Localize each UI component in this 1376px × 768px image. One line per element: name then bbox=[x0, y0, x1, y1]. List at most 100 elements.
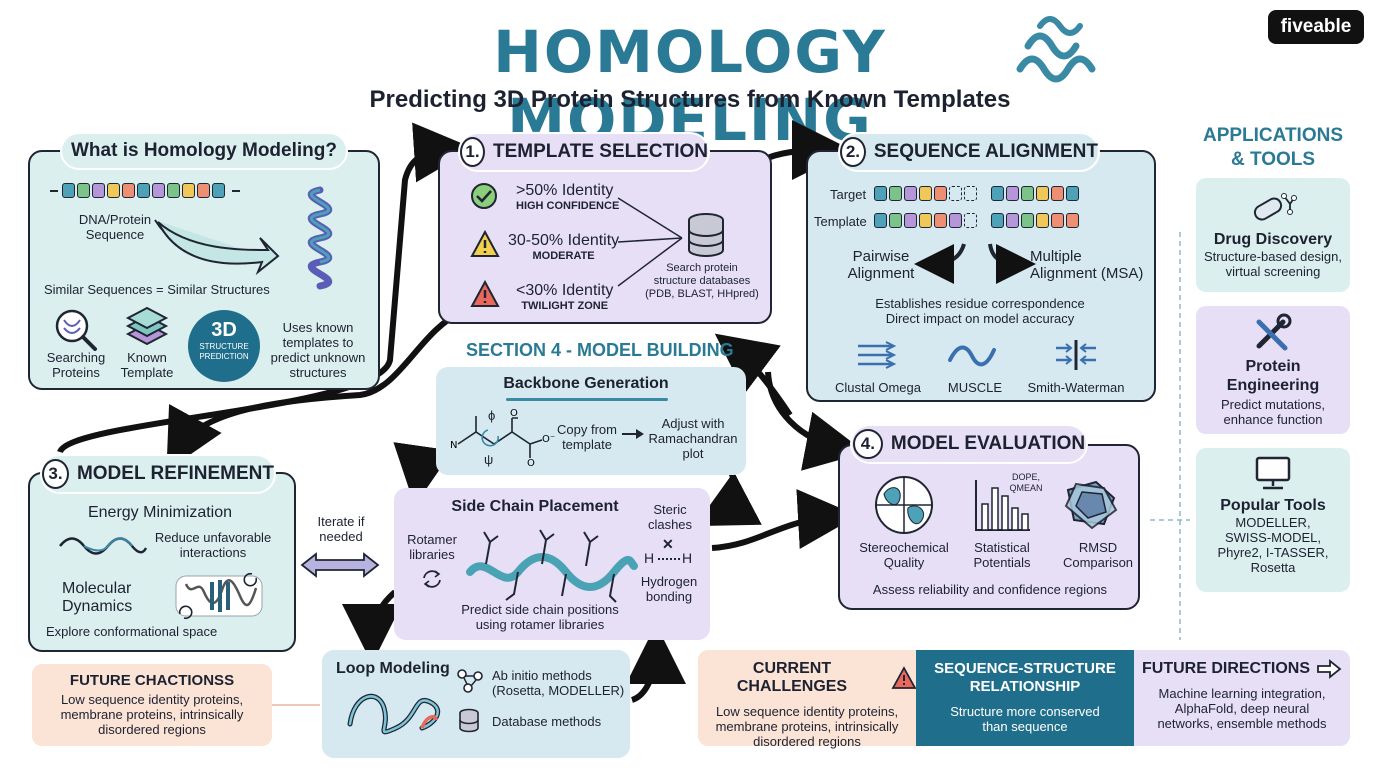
future-left-title: FUTURE CHACTIONSS bbox=[69, 672, 235, 689]
loop-database-icon bbox=[459, 708, 479, 733]
tools-icon bbox=[1256, 313, 1292, 351]
current-challenges-panel: CURRENT CHALLENGES Low sequence identity… bbox=[698, 650, 917, 749]
future-directions-text: Machine learning integration, AlphaFold,… bbox=[1157, 686, 1327, 731]
known-template-label: Known Template bbox=[120, 350, 174, 380]
curved-arrow bbox=[154, 219, 280, 276]
explore-conformational-text: Explore conformational space bbox=[46, 624, 218, 639]
template-sequence bbox=[874, 212, 1081, 230]
tool-clustal: Clustal Omega bbox=[835, 380, 921, 395]
template-selection-title: 1. TEMPLATE SELECTION bbox=[458, 132, 710, 172]
backbone-molecule: N O O⁻ O bbox=[450, 408, 555, 469]
step-1-number: 1. bbox=[460, 137, 486, 167]
psi-label: ψ bbox=[484, 452, 494, 467]
wave-icon bbox=[59, 537, 148, 555]
iterate-label: Iterate if needed bbox=[317, 514, 365, 544]
warning-icon bbox=[470, 229, 500, 257]
backbone-panel bbox=[436, 367, 746, 475]
establish-text: Establishes residue correspondence Direc… bbox=[875, 296, 1085, 326]
multiple-label: Multiple Alignment (MSA) bbox=[1030, 248, 1144, 282]
sequence-label: DNA/Protein Sequence bbox=[78, 212, 152, 242]
ab-initio-text: Ab initio methods (Rosetta, MODELLER) bbox=[492, 668, 625, 698]
loop-icon bbox=[347, 694, 441, 735]
clash-x-icon: ✕ bbox=[662, 536, 674, 552]
step-3-number: 3. bbox=[42, 459, 69, 489]
step-4-number: 4. bbox=[852, 429, 883, 459]
dope-qmean-label: DOPE, QMEAN bbox=[1009, 472, 1043, 493]
clustal-icon bbox=[858, 341, 897, 369]
identity-twilight-label: <30% Identity bbox=[516, 282, 614, 299]
reduce-unfavorable-text: Reduce unfavorable interactions bbox=[154, 530, 272, 560]
split-arrows bbox=[914, 243, 1036, 284]
smith-waterman-icon bbox=[1056, 340, 1096, 370]
future-directions-panel: FUTURE DIRECTIONS Machine learning integ… bbox=[1134, 650, 1350, 746]
rotamer-libraries-label: Rotamer libraries bbox=[407, 532, 457, 562]
sequence-alignment-title: 2. SEQUENCE ALIGNMENT bbox=[838, 132, 1100, 172]
rotate-icon bbox=[423, 570, 441, 588]
danger-icon bbox=[470, 279, 500, 307]
sequence-alignment-heading: SEQUENCE ALIGNMENT bbox=[873, 141, 1098, 162]
similar-text: Similar Sequences = Similar Structures bbox=[44, 282, 270, 297]
identity-twilight-sub: TWILIGHT ZONE bbox=[521, 300, 609, 312]
svg-text:O: O bbox=[510, 408, 518, 419]
protein-engineering-title: Protein Engineering bbox=[1226, 358, 1320, 394]
svg-text:O: O bbox=[527, 458, 535, 469]
helix-icon bbox=[1016, 16, 1096, 83]
3d-badge-text: 3D bbox=[211, 319, 237, 341]
pill-icon bbox=[1253, 193, 1297, 221]
future-directions-heading: FUTURE DIRECTIONS bbox=[1142, 660, 1310, 677]
svg-text:N: N bbox=[450, 440, 457, 451]
template-label: Template bbox=[814, 214, 867, 229]
sequence-alignment-panel bbox=[806, 150, 1156, 402]
steric-clashes-label: Steric clashes bbox=[647, 502, 693, 532]
sequence-strip bbox=[50, 182, 240, 200]
3d-badge-sub: STRUCTURE PREDICTION bbox=[199, 342, 249, 361]
popular-tools-title: Popular Tools bbox=[1220, 497, 1326, 514]
drug-discovery-title: Drug Discovery bbox=[1213, 231, 1333, 248]
popular-tools-desc: MODELLER, SWISS-MODEL, Phyre2, I-TASSER,… bbox=[1217, 515, 1329, 575]
template-selection-heading: TEMPLATE SELECTION bbox=[493, 141, 708, 162]
drug-discovery-desc: Structure-based design, virtual screenin… bbox=[1203, 249, 1343, 279]
stereochemical-label: Stereochemical Quality bbox=[859, 540, 949, 570]
future-left-panel: FUTURE CHACTIONSS Low sequence identity … bbox=[32, 664, 272, 746]
relationship-panel: SEQUENCE-STRUCTURE RELATIONSHIP Structur… bbox=[916, 650, 1134, 746]
database-icon bbox=[688, 213, 724, 257]
loop-modeling-title: Loop Modeling bbox=[336, 660, 450, 677]
hbond-h-right: H bbox=[682, 550, 693, 566]
model-evaluation-heading: MODEL EVALUATION bbox=[890, 433, 1086, 454]
searching-label: Searching Proteins bbox=[46, 350, 106, 380]
identity-moderate: 30-50% Identity MODERATE bbox=[508, 232, 619, 263]
app-card-drug-discovery: Drug Discovery Structure-based design, v… bbox=[1196, 178, 1350, 292]
check-icon bbox=[471, 183, 497, 209]
statistical-potentials-label: Statistical Potentials bbox=[973, 540, 1031, 570]
rmsd-comparison-label: RMSD Comparison bbox=[1062, 540, 1134, 570]
adjust-ramachandran: Adjust with Ramachandran plot bbox=[648, 416, 738, 461]
target-sequence bbox=[874, 185, 1081, 203]
app-card-protein-engineering: Protein Engineering Predict mutations, e… bbox=[1196, 306, 1350, 434]
hydrogen-bonding-label: Hydrogen bonding bbox=[640, 574, 698, 604]
predict-side-chain: Predict side chain positions using rotam… bbox=[461, 602, 619, 632]
protein-helix-icon bbox=[308, 186, 332, 290]
page-title: HOMOLOGY MODELING bbox=[493, 18, 887, 154]
pairwise-label: Pairwise Alignment bbox=[847, 248, 915, 282]
right-arrow-icon bbox=[622, 429, 644, 439]
assess-reliability-text: Assess reliability and confidence region… bbox=[872, 582, 1108, 597]
copy-from-template: Copy from template bbox=[557, 422, 617, 452]
page-subtitle: Predicting 3D Protein Structures from Kn… bbox=[369, 86, 1011, 113]
superposition-icon bbox=[1064, 480, 1118, 530]
fan-lines bbox=[617, 197, 683, 287]
database-search-text: Search protein structure databases (PDB,… bbox=[645, 262, 759, 300]
target-label: Target bbox=[830, 187, 867, 202]
hbond-h-left: H bbox=[644, 550, 655, 566]
model-refinement-title: 3. MODEL REFINEMENT bbox=[40, 454, 276, 494]
uses-known-text: Uses known templates to predict unknown … bbox=[270, 320, 366, 380]
future-left-text: Low sequence identity proteins, membrane… bbox=[60, 692, 244, 737]
identity-moderate-label: 30-50% Identity bbox=[508, 232, 620, 249]
identity-high: >50% Identity HIGH CONFIDENCE bbox=[516, 182, 619, 213]
backbone-title: Backbone Generation bbox=[503, 375, 669, 392]
right-outline-arrow-icon bbox=[1317, 659, 1342, 679]
identity-moderate-sub: MODERATE bbox=[532, 250, 595, 262]
what-is-title: What is Homology Modeling? bbox=[60, 132, 348, 170]
app-card-popular-tools: Popular Tools MODELLER, SWISS-MODEL, Phy… bbox=[1196, 448, 1350, 592]
svg-text:O⁻: O⁻ bbox=[542, 434, 555, 445]
challenge-warning-icon bbox=[891, 666, 917, 689]
